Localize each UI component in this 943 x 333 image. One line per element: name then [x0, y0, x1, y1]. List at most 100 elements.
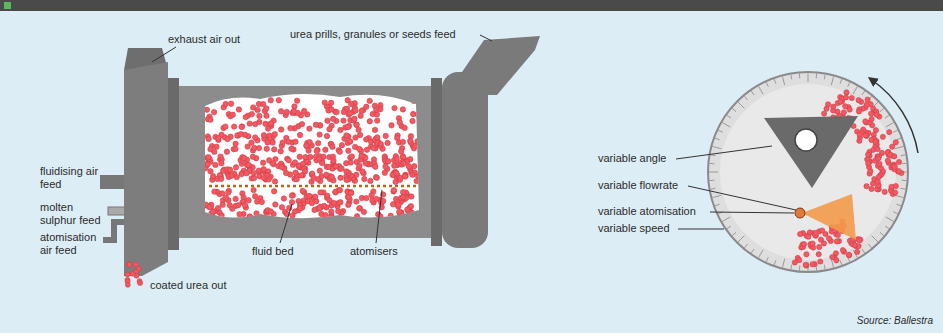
particle — [389, 123, 394, 128]
particle — [236, 203, 241, 208]
fluidising-air-pipe — [100, 175, 126, 189]
particle — [125, 282, 130, 287]
tick — [727, 226, 731, 229]
particle — [358, 113, 363, 118]
particle — [127, 262, 132, 267]
tick — [880, 232, 884, 235]
particle — [256, 168, 261, 173]
particle — [348, 101, 353, 106]
particle — [864, 184, 869, 189]
particle — [294, 98, 299, 103]
particle — [372, 127, 377, 132]
particle — [333, 190, 338, 195]
particle — [207, 205, 212, 210]
tick — [751, 91, 754, 95]
particle — [869, 137, 874, 142]
particle — [208, 147, 213, 152]
particle — [289, 193, 294, 198]
particle — [125, 272, 130, 277]
tick — [886, 123, 894, 128]
particle — [229, 173, 234, 178]
particle — [866, 152, 871, 157]
particle — [278, 149, 283, 154]
particle — [367, 119, 372, 124]
particle — [382, 170, 387, 175]
particle — [265, 173, 270, 178]
particle — [210, 209, 215, 214]
particle — [337, 215, 342, 220]
particle — [846, 252, 851, 257]
particle — [406, 164, 411, 169]
tick — [782, 259, 784, 268]
particle — [375, 135, 380, 140]
particle — [875, 179, 880, 184]
particle — [252, 194, 257, 199]
particle — [411, 111, 416, 116]
part-label: atomisation air feed — [40, 231, 110, 257]
particle — [392, 163, 397, 168]
particle — [415, 139, 420, 144]
particle — [243, 114, 248, 119]
particle — [338, 127, 343, 132]
particle — [844, 90, 849, 95]
tick — [824, 265, 826, 270]
particle — [239, 124, 244, 129]
particle — [251, 187, 256, 192]
spray-bar-bracket — [764, 116, 858, 188]
particle — [138, 281, 143, 286]
tick — [790, 265, 792, 270]
particle — [270, 140, 275, 145]
particle — [411, 98, 416, 103]
drum-right-cap — [442, 72, 488, 248]
particle — [253, 135, 258, 140]
particle — [374, 175, 379, 180]
particle — [303, 155, 308, 160]
particle — [357, 206, 362, 211]
particle — [876, 174, 881, 179]
particle — [219, 161, 224, 166]
particle — [283, 170, 288, 175]
particle — [223, 195, 228, 200]
particle — [357, 163, 362, 168]
particle — [344, 169, 349, 174]
particle — [268, 98, 273, 103]
particle — [896, 169, 901, 174]
particle — [400, 190, 405, 195]
particle — [233, 165, 238, 170]
tick — [880, 108, 884, 111]
particle — [317, 132, 322, 137]
particle — [130, 271, 135, 276]
particle — [831, 104, 836, 109]
particle — [364, 147, 369, 152]
particle — [383, 164, 388, 169]
particle — [324, 133, 329, 138]
particle — [415, 174, 420, 179]
particle — [344, 177, 349, 182]
tick — [886, 217, 894, 222]
particle — [822, 111, 827, 116]
particle — [820, 228, 825, 233]
particle — [306, 148, 311, 153]
tick — [799, 73, 800, 78]
particle — [403, 173, 408, 178]
particle — [317, 168, 322, 173]
particle — [293, 139, 298, 144]
particle — [289, 146, 294, 151]
particle — [300, 161, 305, 166]
particle — [893, 140, 898, 145]
tick — [744, 96, 747, 100]
particle — [863, 119, 868, 124]
tick — [744, 244, 747, 248]
particle — [264, 113, 269, 118]
particle — [813, 230, 818, 235]
particle — [810, 262, 815, 267]
tick — [722, 123, 730, 128]
particle — [313, 122, 318, 127]
particle — [267, 133, 272, 138]
particle — [893, 190, 898, 195]
particle — [279, 205, 284, 210]
particle — [843, 104, 848, 109]
particle — [299, 121, 304, 126]
particle — [863, 133, 868, 138]
